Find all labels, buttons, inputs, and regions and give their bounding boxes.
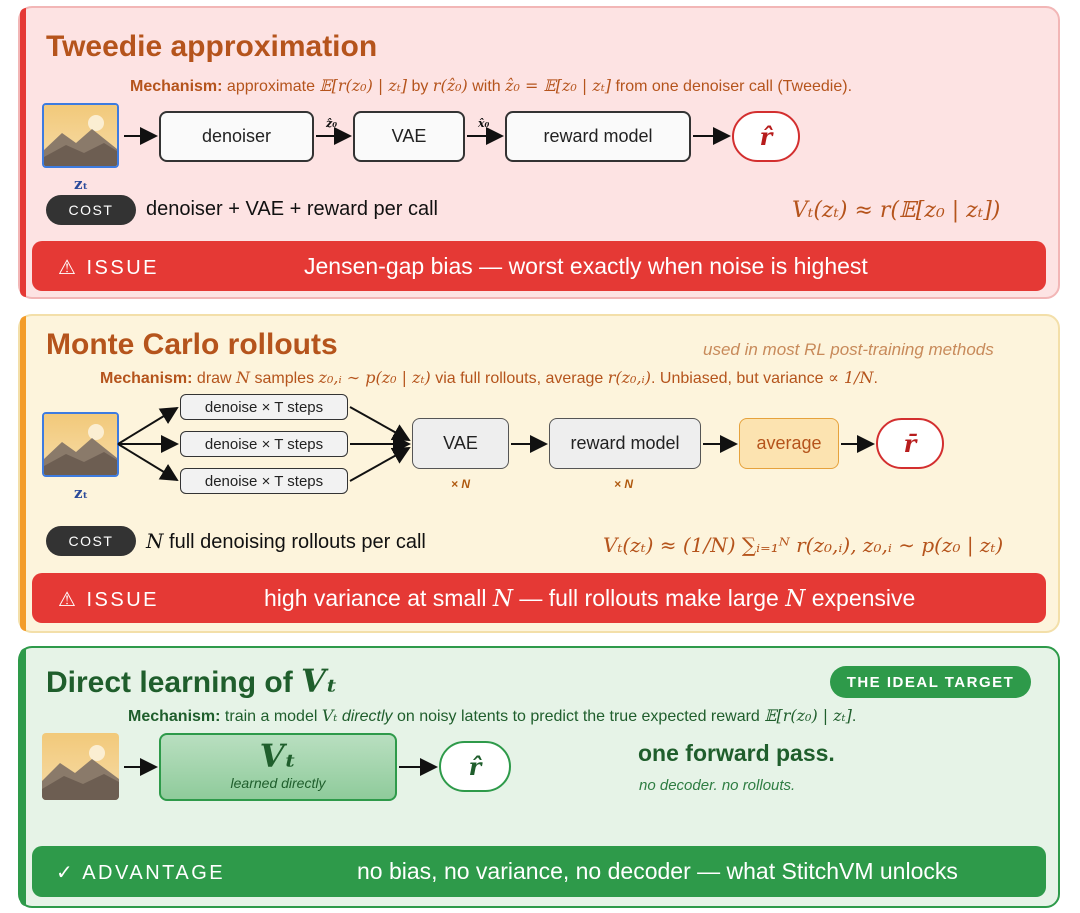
monte-carlo-cost-text: N full denoising rollouts per call (146, 529, 426, 553)
tweedie-output-rhat: r̂ (732, 111, 800, 162)
tweedie-edge-label-zhat: ẑ₀ (326, 117, 338, 130)
direct-learning-model-box: Vₜ learned directly (159, 733, 397, 801)
monte-carlo-accent-bar (20, 316, 26, 631)
direct-learning-advantage-bar (32, 846, 1046, 897)
direct-learning-advantage-label: ✓ ADVANTAGE (56, 862, 226, 884)
tweedie-issue-text: Jensen-gap bias — worst exactly when noi… (304, 253, 868, 279)
tweedie-input-label: zₜ (74, 175, 89, 193)
direct-learning-model-symbol: Vₜ (259, 737, 297, 775)
tweedie-mechanism: Mechanism: approximate 𝔼[r(z₀) | zₜ] by … (130, 76, 853, 95)
direct-learning-model-caption: learned directly (230, 775, 326, 791)
tweedie-issue-bar (32, 241, 1046, 291)
direct-learning-subline: no decoder. no rollouts. (639, 777, 796, 794)
monte-carlo-input-thumbnail (42, 412, 119, 477)
tweedie-edge-label-xhat: x̂₀ (478, 117, 490, 130)
tweedie-reward-model-box: reward model (505, 111, 691, 162)
monte-carlo-output-rbar: r̄ (876, 418, 944, 469)
monte-carlo-average-box: average (739, 418, 839, 469)
monte-carlo-note: used in most RL post-training methods (703, 340, 994, 359)
monte-carlo-mechanism: Mechanism: draw N samples z₀,ᵢ ∼ p(z₀ | … (100, 368, 878, 387)
monte-carlo-branch-3: denoise × T steps (180, 468, 348, 494)
monte-carlo-cost-badge: COST (46, 526, 136, 556)
monte-carlo-vae-multiplier: × N (451, 477, 471, 491)
monte-carlo-formula: Vₜ(zₜ) ≈ (1/N) ∑ᵢ₌₁ᴺ r(z₀,ᵢ), z₀,ᵢ ∼ p(z… (603, 533, 1004, 557)
tweedie-formula: Vₜ(zₜ) ≈ r(𝔼[z₀ | zₜ]) (792, 198, 1001, 223)
monte-carlo-branch-1: denoise × T steps (180, 394, 348, 420)
direct-learning-title: Direct learning of Vₜ (46, 662, 338, 700)
monte-carlo-branch-2: denoise × T steps (180, 431, 348, 457)
direct-learning-mechanism: Mechanism: train a model Vₜ directly on … (128, 706, 857, 725)
direct-learning-output-rhat: r̂ (439, 741, 511, 792)
monte-carlo-issue-bar (32, 573, 1046, 623)
landscape-image-icon (44, 105, 117, 166)
landscape-image-icon (42, 733, 119, 800)
tweedie-denoiser-box: denoiser (159, 111, 314, 162)
ideal-target-badge: THE IDEAL TARGET (830, 666, 1031, 698)
monte-carlo-issue-text: high variance at small N — full rollouts… (264, 585, 916, 612)
tweedie-accent-bar (20, 8, 26, 297)
tweedie-cost-badge: COST (46, 195, 136, 225)
monte-carlo-vae-box: VAE (412, 418, 509, 469)
monte-carlo-reward-multiplier: × N (614, 477, 634, 491)
monte-carlo-issue-label: ⚠ ISSUE (58, 589, 160, 611)
tweedie-issue-label: ⚠ ISSUE (58, 257, 160, 279)
tweedie-title: Tweedie approximation (46, 30, 378, 63)
direct-learning-headline: one forward pass. (638, 740, 835, 766)
landscape-image-icon (44, 414, 117, 475)
monte-carlo-reward-model-box: reward model (549, 418, 701, 469)
direct-learning-accent-bar (20, 648, 26, 906)
direct-learning-advantage-text: no bias, no variance, no decoder — what … (357, 858, 958, 884)
monte-carlo-title: Monte Carlo rollouts (46, 328, 338, 361)
direct-learning-input-thumbnail (42, 733, 119, 800)
tweedie-vae-box: VAE (353, 111, 465, 162)
tweedie-input-thumbnail (42, 103, 119, 168)
monte-carlo-input-label: zₜ (74, 484, 89, 502)
tweedie-cost-text: denoiser + VAE + reward per call (146, 198, 439, 220)
